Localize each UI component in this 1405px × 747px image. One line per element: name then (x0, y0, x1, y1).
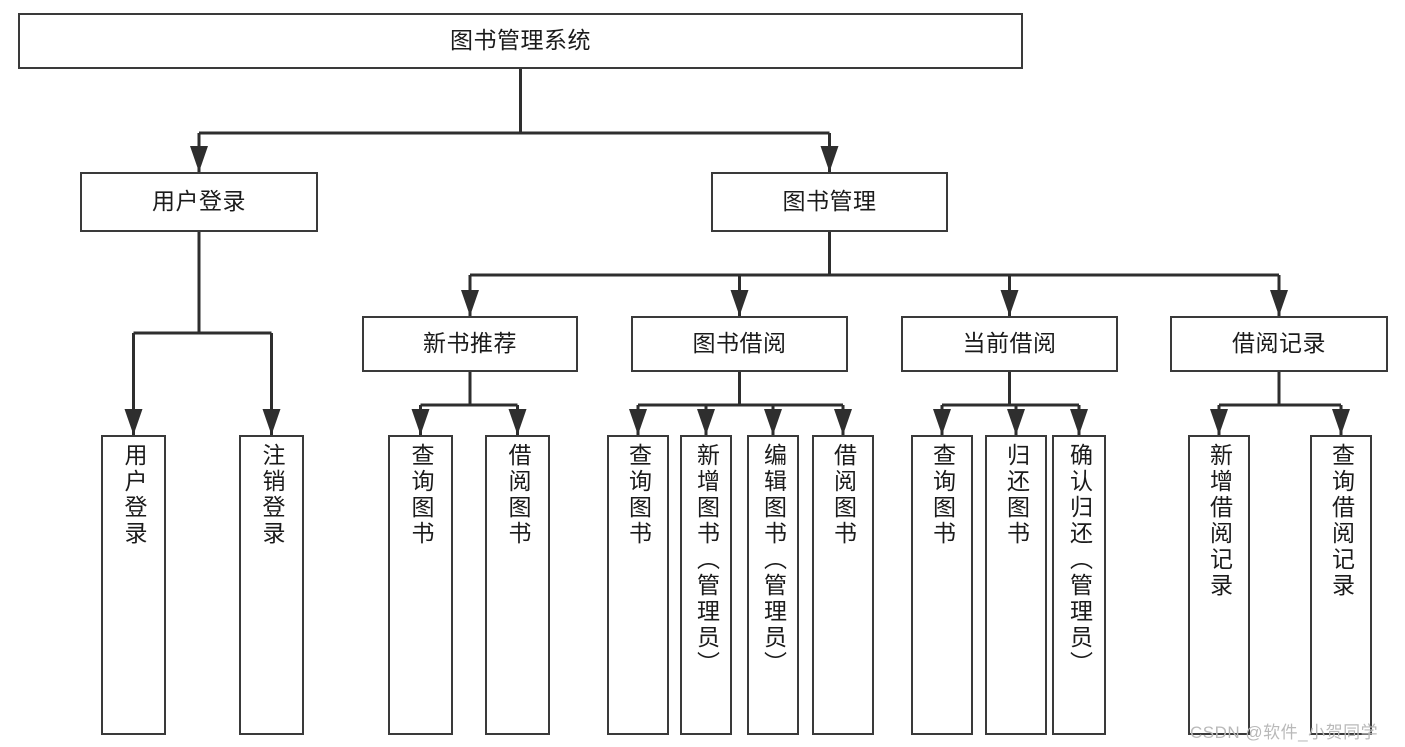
arrow-head (730, 290, 749, 316)
arrow-head (262, 409, 281, 435)
node-label: 用户登录 (121, 443, 147, 547)
arrow-head (820, 146, 839, 172)
node-leaf_return_book[interactable]: 归还图书 (985, 435, 1047, 735)
arrow-head (764, 409, 782, 435)
arrow-head (508, 409, 527, 435)
node-label: 新增图书（管理员） (693, 443, 720, 677)
node-label: 图书管理系统 (450, 27, 591, 54)
arrow-head (190, 146, 208, 172)
node-leaf_borrow_book_1[interactable]: 借阅图书 (485, 435, 550, 735)
node-leaf_user_logout[interactable]: 注销登录 (239, 435, 304, 735)
node-leaf_query_book_3[interactable]: 查询图书 (911, 435, 973, 735)
node-label: 查询图书 (408, 443, 434, 547)
arrow-head (933, 409, 951, 435)
node-label: 借阅图书 (830, 443, 857, 547)
arrow-head (697, 409, 715, 435)
node-label: 确认归还（管理员） (1066, 443, 1093, 677)
node-user_login[interactable]: 用户登录 (80, 172, 318, 232)
node-leaf_user_login[interactable]: 用户登录 (101, 435, 166, 735)
arrow-head (834, 409, 852, 435)
node-book_admin[interactable]: 图书管理 (711, 172, 948, 232)
node-borrow_record[interactable]: 借阅记录 (1170, 316, 1388, 372)
node-label: 新增借阅记录 (1206, 443, 1233, 599)
node-label: 新书推荐 (423, 330, 517, 357)
node-new_book_rec[interactable]: 新书推荐 (362, 316, 578, 372)
node-label: 图书管理 (782, 188, 877, 215)
node-label: 归还图书 (1003, 443, 1030, 547)
node-label: 借阅图书 (505, 443, 531, 547)
node-label: 借阅记录 (1232, 330, 1326, 357)
node-leaf_query_book_2[interactable]: 查询图书 (607, 435, 669, 735)
arrow-head (124, 409, 143, 435)
node-label: 当前借阅 (962, 330, 1057, 357)
arrow-head (411, 409, 430, 435)
node-label: 查询图书 (929, 443, 956, 547)
arrow-head (461, 290, 479, 316)
node-book_borrow[interactable]: 图书借阅 (631, 316, 848, 372)
node-leaf_query_book_1[interactable]: 查询图书 (388, 435, 453, 735)
arrow-head (1332, 409, 1350, 435)
arrow-head (1270, 290, 1288, 316)
node-root[interactable]: 图书管理系统 (18, 13, 1023, 69)
node-label: 编辑图书（管理员） (760, 443, 787, 677)
node-leaf_confirm_return[interactable]: 确认归还（管理员） (1052, 435, 1106, 735)
node-label: 注销登录 (259, 443, 285, 547)
node-label: 查询借阅记录 (1328, 443, 1355, 599)
node-current_borrow[interactable]: 当前借阅 (901, 316, 1118, 372)
node-leaf_add_book[interactable]: 新增图书（管理员） (680, 435, 732, 735)
arrow-head (1000, 290, 1019, 316)
node-leaf_edit_book[interactable]: 编辑图书（管理员） (747, 435, 799, 735)
node-label: 图书借阅 (692, 330, 787, 357)
node-leaf_query_record[interactable]: 查询借阅记录 (1310, 435, 1372, 735)
arrow-head (1070, 409, 1088, 435)
node-leaf_add_record[interactable]: 新增借阅记录 (1188, 435, 1250, 735)
node-label: 用户登录 (152, 188, 246, 215)
node-label: 查询图书 (625, 443, 652, 547)
arrow-head (1210, 409, 1228, 435)
arrow-head (629, 409, 647, 435)
arrow-head (1007, 409, 1025, 435)
node-leaf_borrow_book_2[interactable]: 借阅图书 (812, 435, 874, 735)
